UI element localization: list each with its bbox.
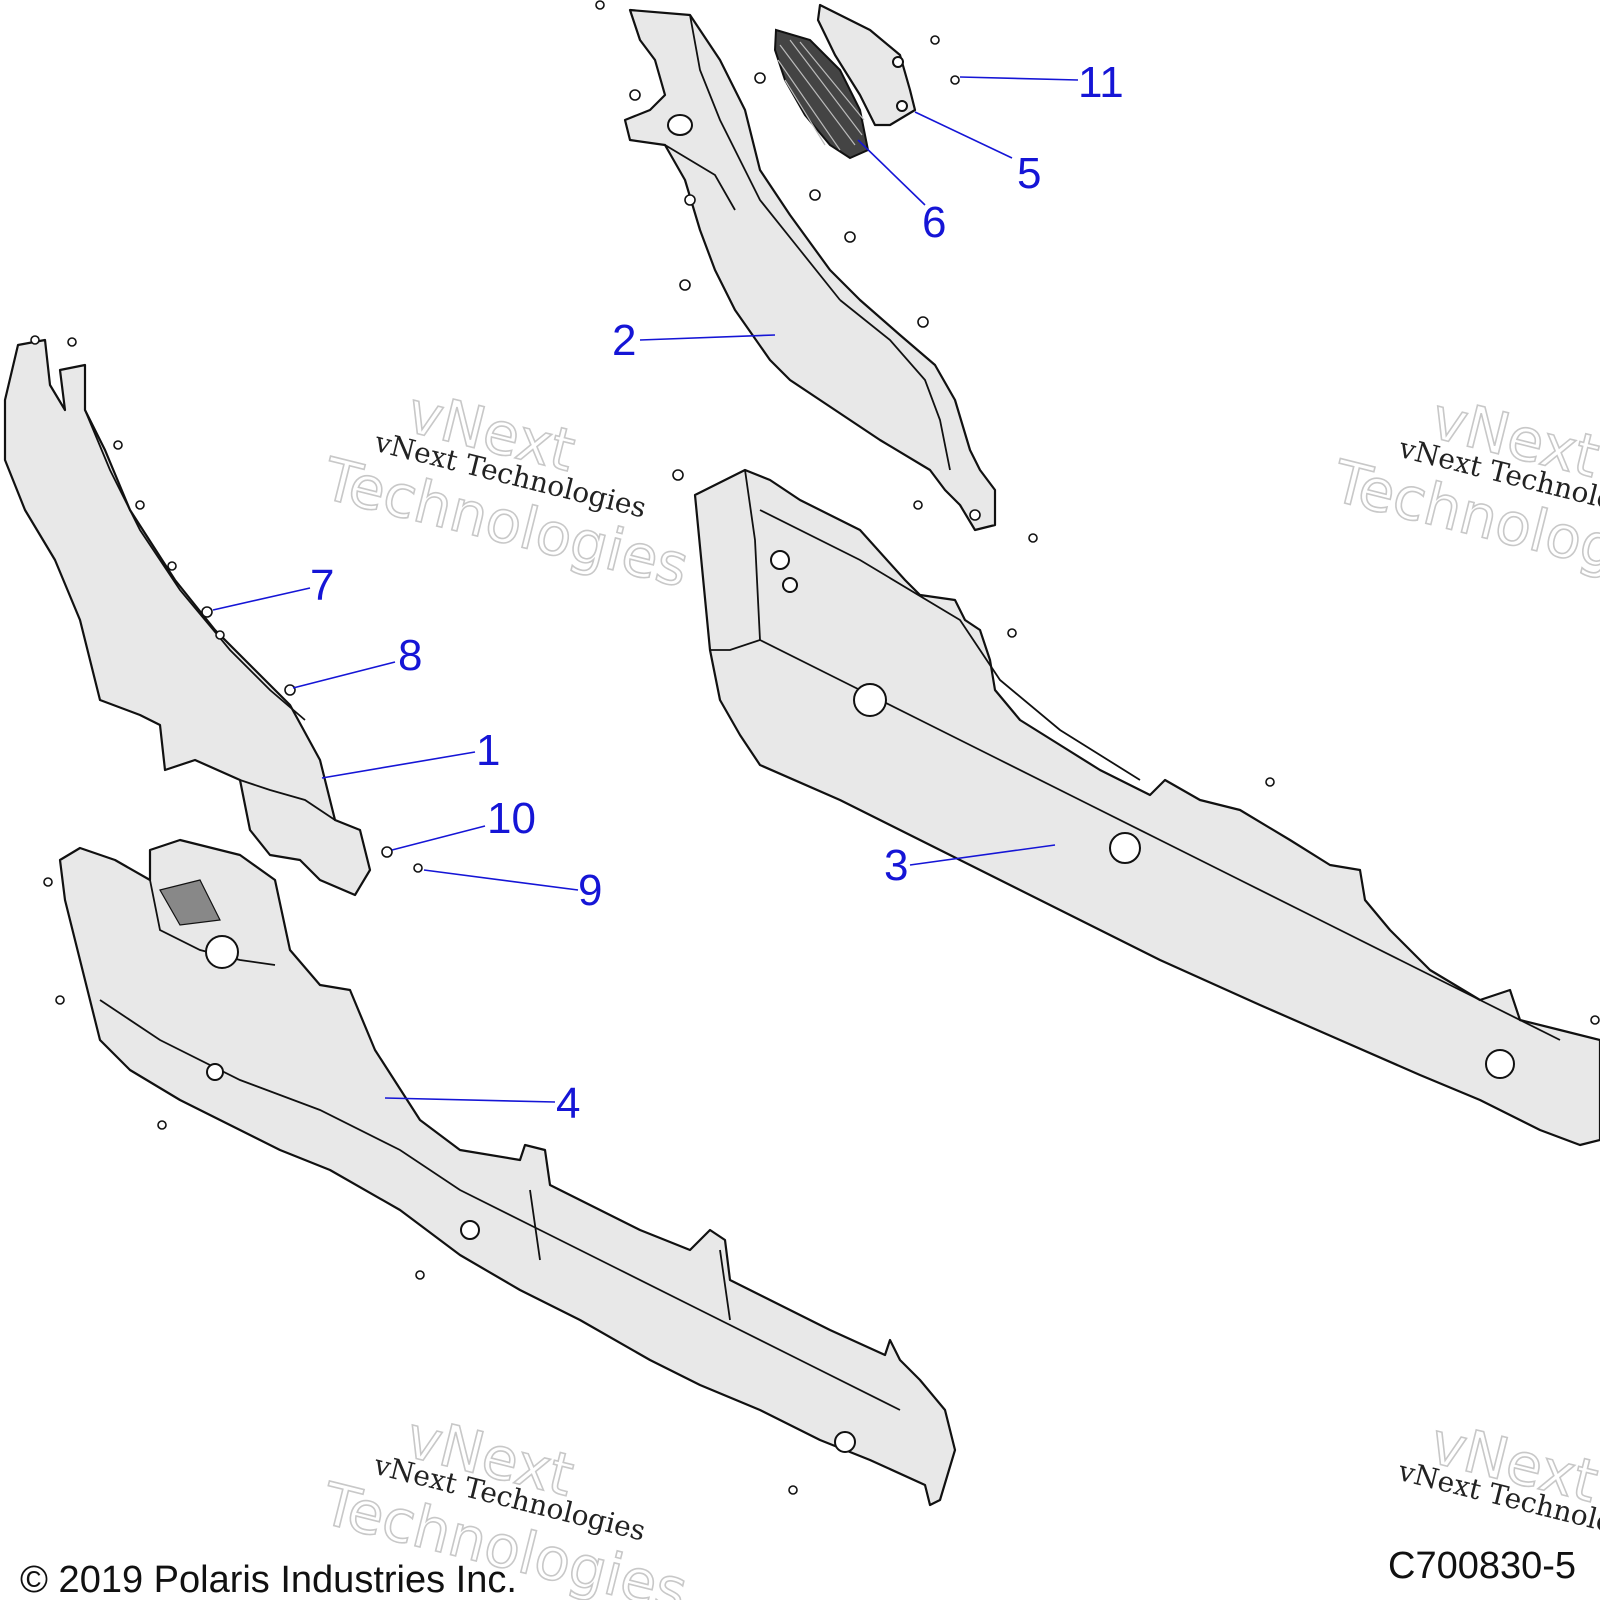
part-4-panel [58,838,957,1507]
leader-11 [959,76,1079,81]
callouts: 11 5 6 2 7 8 1 10 9 3 4 [212,58,1124,1128]
callout-5: 5 [1017,149,1041,198]
callout-11: 11 [1078,58,1124,107]
fasteners [30,0,1600,1495]
part-6-grille [773,28,870,160]
watermark-right-top: vNext vNext Technologies Technologies [1325,383,1600,604]
watermark-right-bottom: vNext vNext Technologies [1394,1408,1600,1553]
leader-10 [391,825,486,851]
part-2-panel [623,8,997,532]
leader-6 [857,139,926,206]
callout-1: 1 [476,726,500,775]
figure-code: C700830-5 [1388,1545,1576,1587]
part-5-cover [816,3,917,127]
callout-8: 8 [398,631,422,680]
callout-4: 4 [556,1079,580,1128]
leader-5 [914,111,1013,159]
part-3-rocker [693,468,1600,1147]
leader-7 [212,587,311,611]
callout-6: 6 [922,198,946,247]
callout-3: 3 [884,841,908,890]
leader-4 [384,1097,556,1103]
copyright-text: © 2019 Polaris Industries Inc. [20,1559,517,1600]
leader-8 [292,661,396,689]
leader-1 [321,751,476,779]
leader-9 [423,869,579,891]
watermark-left-top: vNext vNext Technologies Technologies [315,377,696,601]
callout-10: 10 [487,794,536,843]
leader-3 [909,844,1056,866]
callout-7: 7 [310,561,334,610]
leader-2 [639,334,776,341]
callout-9: 9 [578,866,602,915]
part-1-panel [3,338,372,897]
callout-2: 2 [612,316,636,365]
